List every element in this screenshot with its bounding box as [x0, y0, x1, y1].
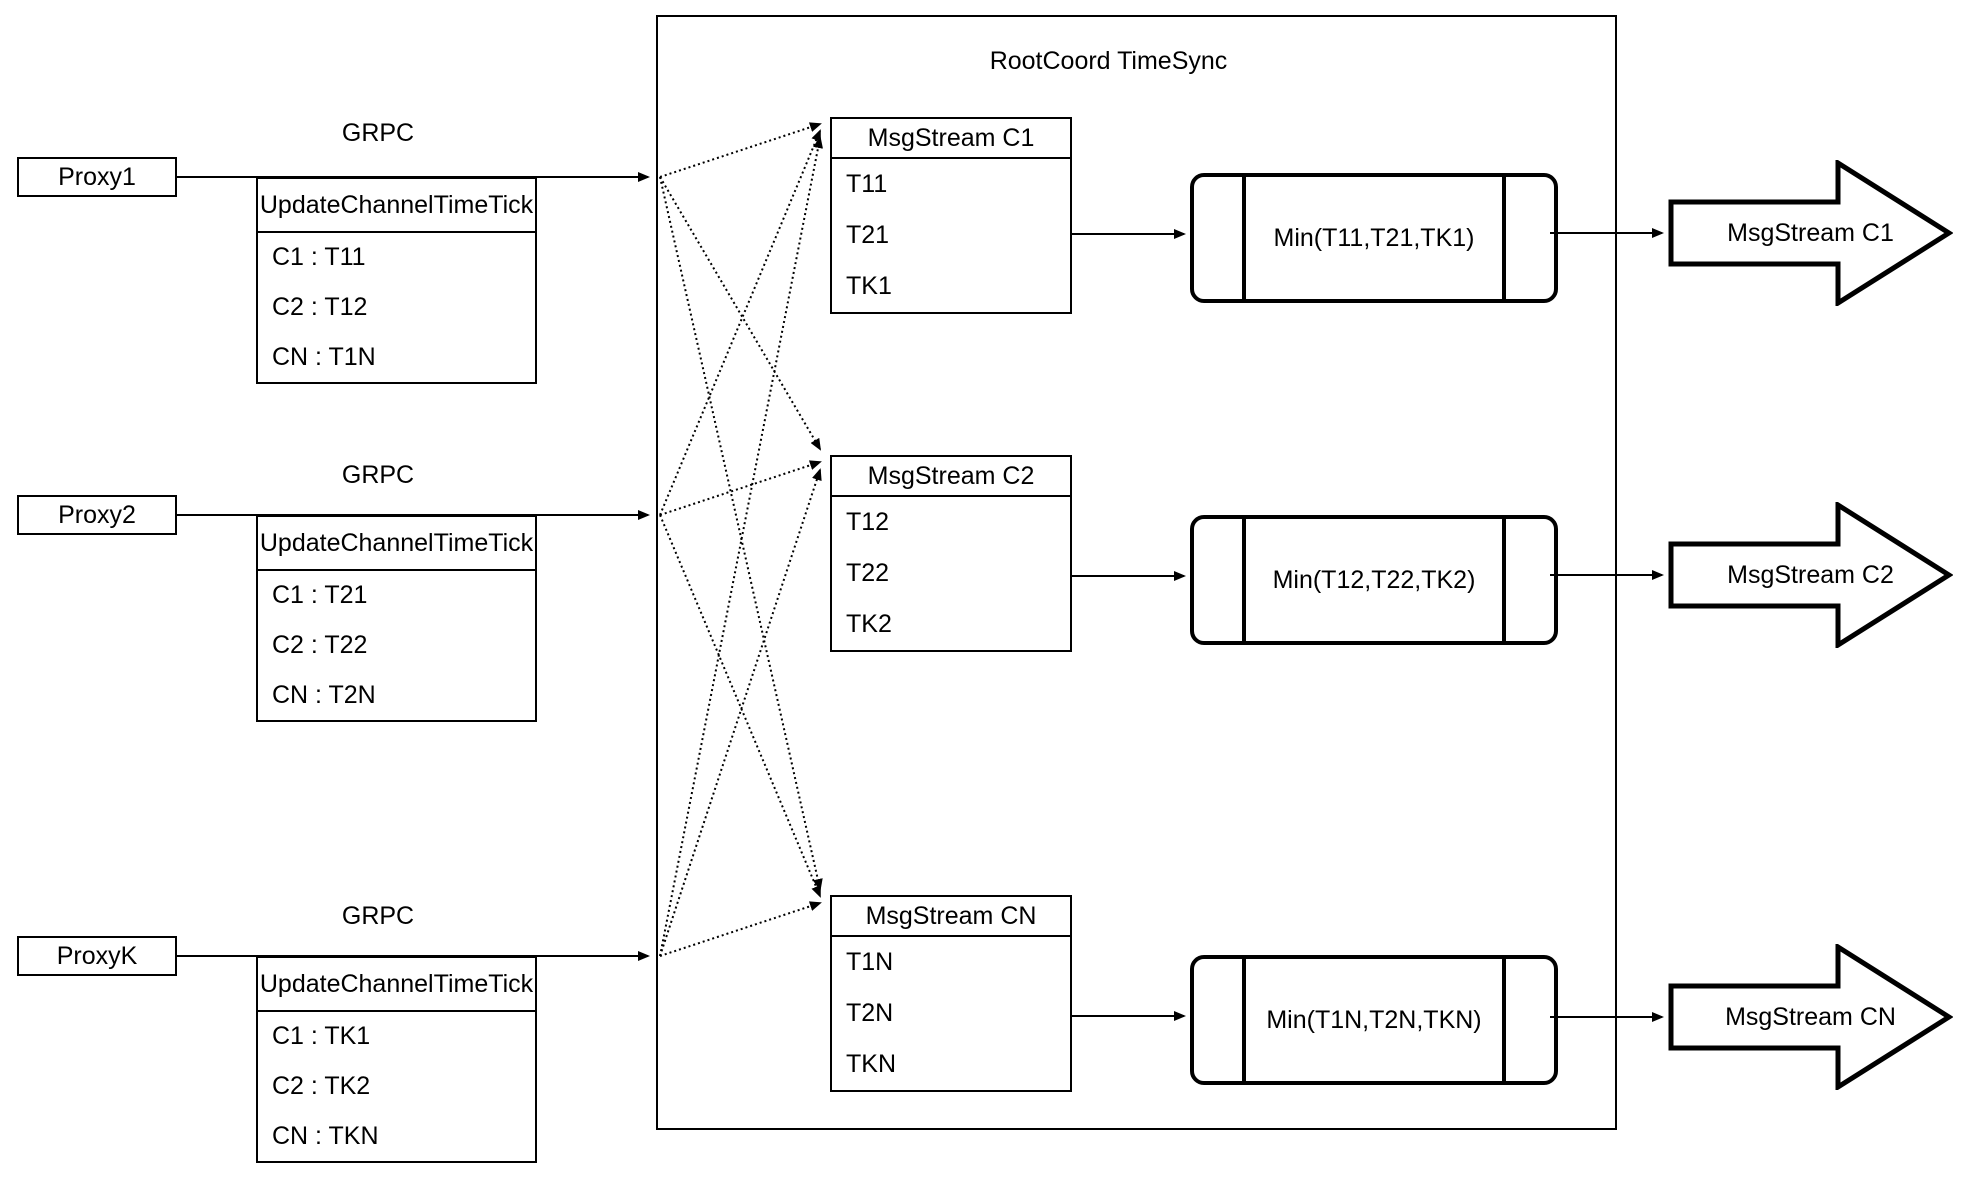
ticktable-proxyk-row-c2: C2 : TK2	[272, 1072, 371, 1100]
msgstream-table-c1: MsgStream C1 T11 T21 TK1	[830, 117, 1072, 314]
proxyk-label: ProxyK	[56, 941, 138, 970]
grpc-label-1: GRPC	[341, 119, 415, 147]
min-operator-cn-label: Min(T1N,T2N,TKN)	[1266, 1005, 1482, 1034]
grpc-label-2: GRPC	[341, 461, 415, 489]
ticktable-proxy1-row-c1: C1 : T11	[272, 243, 366, 272]
proxy1-node: Proxy1	[17, 157, 177, 197]
min-operator-c2: Min(T12,T22,TK2)	[1190, 515, 1558, 645]
minbox-left-bar	[1242, 519, 1246, 641]
minbox-left-bar	[1242, 177, 1246, 299]
msgstream-c2-row-tk2: TK2	[846, 610, 892, 638]
ticktable-proxyk-row-c1: C1 : TK1	[272, 1022, 371, 1051]
ticktable-proxy2-row-c1: C1 : T21	[272, 581, 368, 610]
msgstream-cn-row-t2n: T2N	[846, 999, 894, 1027]
proxy2-label: Proxy2	[58, 500, 136, 529]
msgstream-table-c2: MsgStream C2 T12 T22 TK2	[830, 455, 1072, 652]
msgstream-c1-row-tk1: TK1	[846, 272, 892, 300]
msgstream-table-cn: MsgStream CN T1N T2N TKN	[830, 895, 1072, 1092]
output-arrow-c2	[1668, 502, 1953, 648]
proxyk-node: ProxyK	[17, 936, 177, 976]
msgstream-table-c2-header: MsgStream C2	[832, 457, 1070, 497]
msgstream-cn-row-tkn: TKN	[846, 1050, 896, 1078]
minbox-right-bar	[1502, 177, 1506, 299]
minbox-left-bar	[1242, 959, 1246, 1081]
proxy1-label: Proxy1	[58, 162, 136, 191]
ticktable-proxy1-row-c2: C2 : T12	[272, 293, 368, 321]
msgstream-table-c1-header: MsgStream C1	[832, 119, 1070, 159]
msgstream-c2-row-t12: T12	[846, 508, 890, 536]
rootcoord-title: RootCoord TimeSync	[989, 47, 1228, 75]
msgstream-c2-row-t22: T22	[846, 559, 890, 587]
rootcoord-container: RootCoord TimeSync	[656, 15, 1617, 1130]
output-arrow-cn	[1668, 944, 1953, 1090]
ticktable-proxy2: UpdateChannelTimeTick C1 : T21 C2 : T22 …	[256, 515, 537, 722]
ticktable-proxy1-row-cn: CN : T1N	[272, 342, 376, 371]
output-arrow-c1	[1668, 160, 1953, 306]
ticktable-proxyk-row-cn: CN : TKN	[272, 1121, 379, 1150]
min-operator-c2-label: Min(T12,T22,TK2)	[1272, 565, 1476, 594]
min-operator-c1: Min(T11,T21,TK1)	[1190, 173, 1558, 303]
minbox-right-bar	[1502, 519, 1506, 641]
msgstream-cn-row-t1n: T1N	[846, 948, 894, 976]
ticktable-proxy2-row-cn: CN : T2N	[272, 680, 376, 709]
ticktable-proxy1: UpdateChannelTimeTick C1 : T11 C2 : T12 …	[256, 177, 537, 384]
minbox-right-bar	[1502, 959, 1506, 1081]
ticktable-proxy1-header: UpdateChannelTimeTick	[258, 179, 535, 233]
ticktable-proxyk: UpdateChannelTimeTick C1 : TK1 C2 : TK2 …	[256, 956, 537, 1163]
msgstream-table-cn-header: MsgStream CN	[832, 897, 1070, 937]
ticktable-proxy2-row-c2: C2 : T22	[272, 631, 368, 659]
ticktable-proxy2-header: UpdateChannelTimeTick	[258, 517, 535, 571]
min-operator-c1-label: Min(T11,T21,TK1)	[1273, 223, 1475, 252]
grpc-label-3: GRPC	[341, 902, 415, 930]
msgstream-c1-row-t11: T11	[846, 170, 888, 198]
min-operator-cn: Min(T1N,T2N,TKN)	[1190, 955, 1558, 1085]
ticktable-proxyk-header: UpdateChannelTimeTick	[258, 958, 535, 1012]
msgstream-c1-row-t21: T21	[846, 221, 890, 249]
proxy2-node: Proxy2	[17, 495, 177, 535]
